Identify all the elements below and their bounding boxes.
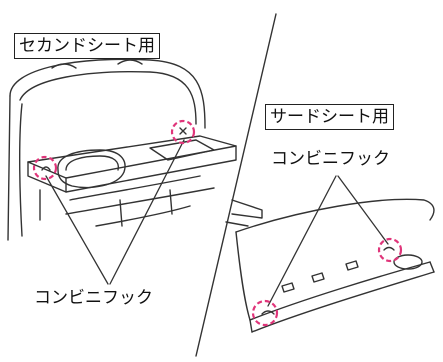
hook-mark-upper <box>383 246 395 251</box>
seat-back-inner <box>19 71 197 125</box>
tray2-back-edge <box>235 198 435 233</box>
leader-lines-right <box>267 175 389 307</box>
convenience-hook-callout-left: コンビニフック <box>34 288 153 308</box>
seat-lower-line <box>95 205 191 227</box>
seat-back-outline <box>9 58 206 129</box>
tray-front-lip <box>27 145 237 193</box>
hook-highlight-second-right <box>170 119 196 145</box>
third-seat-drawing <box>225 198 435 333</box>
divider-line <box>195 13 277 357</box>
leader-right-1 <box>267 175 337 307</box>
hook-highlight-third-left <box>251 299 279 327</box>
tray-recess-left-inner <box>65 155 120 171</box>
third-seat-label: サードシート用 <box>265 104 394 130</box>
leader-left-1 <box>45 175 109 285</box>
hook-mark-bottom <box>261 310 275 315</box>
tray-under-edge-2 <box>65 187 215 215</box>
tray2-slot-2 <box>311 272 325 283</box>
seat-top-bump-right <box>117 59 143 65</box>
second-seat-label: セカンドシート用 <box>14 33 160 59</box>
tray2-left-edge <box>235 231 251 321</box>
arm-part-2 <box>225 221 249 227</box>
leader-right-2 <box>337 175 389 245</box>
seat-back-left-inner <box>18 103 23 237</box>
hook-mark-right <box>179 127 187 135</box>
leader-left-2 <box>109 139 185 285</box>
tray2-front-lip <box>251 271 435 333</box>
hook-highlight-third-right <box>377 237 403 263</box>
tray-recess-left <box>57 149 126 189</box>
tray2-slot-1 <box>281 282 295 293</box>
seat-back-left-edge <box>7 95 11 241</box>
arm-part <box>231 199 263 219</box>
tray-support-3 <box>169 189 173 215</box>
tray2-slot-3 <box>345 260 359 271</box>
convenience-hook-callout-right: コンビニフック <box>271 149 390 169</box>
tray2-right-corner <box>429 261 435 273</box>
tray-top <box>27 135 237 179</box>
tray2-front-edge <box>249 261 431 321</box>
tray2-left-corner <box>249 319 253 333</box>
hook-mark-left <box>41 166 51 171</box>
leader-lines-left <box>45 139 185 285</box>
cup-holder <box>393 254 423 270</box>
tray-under-edge <box>69 175 201 201</box>
second-seat-drawing <box>7 58 237 241</box>
hook-highlight-second-left <box>32 155 58 181</box>
